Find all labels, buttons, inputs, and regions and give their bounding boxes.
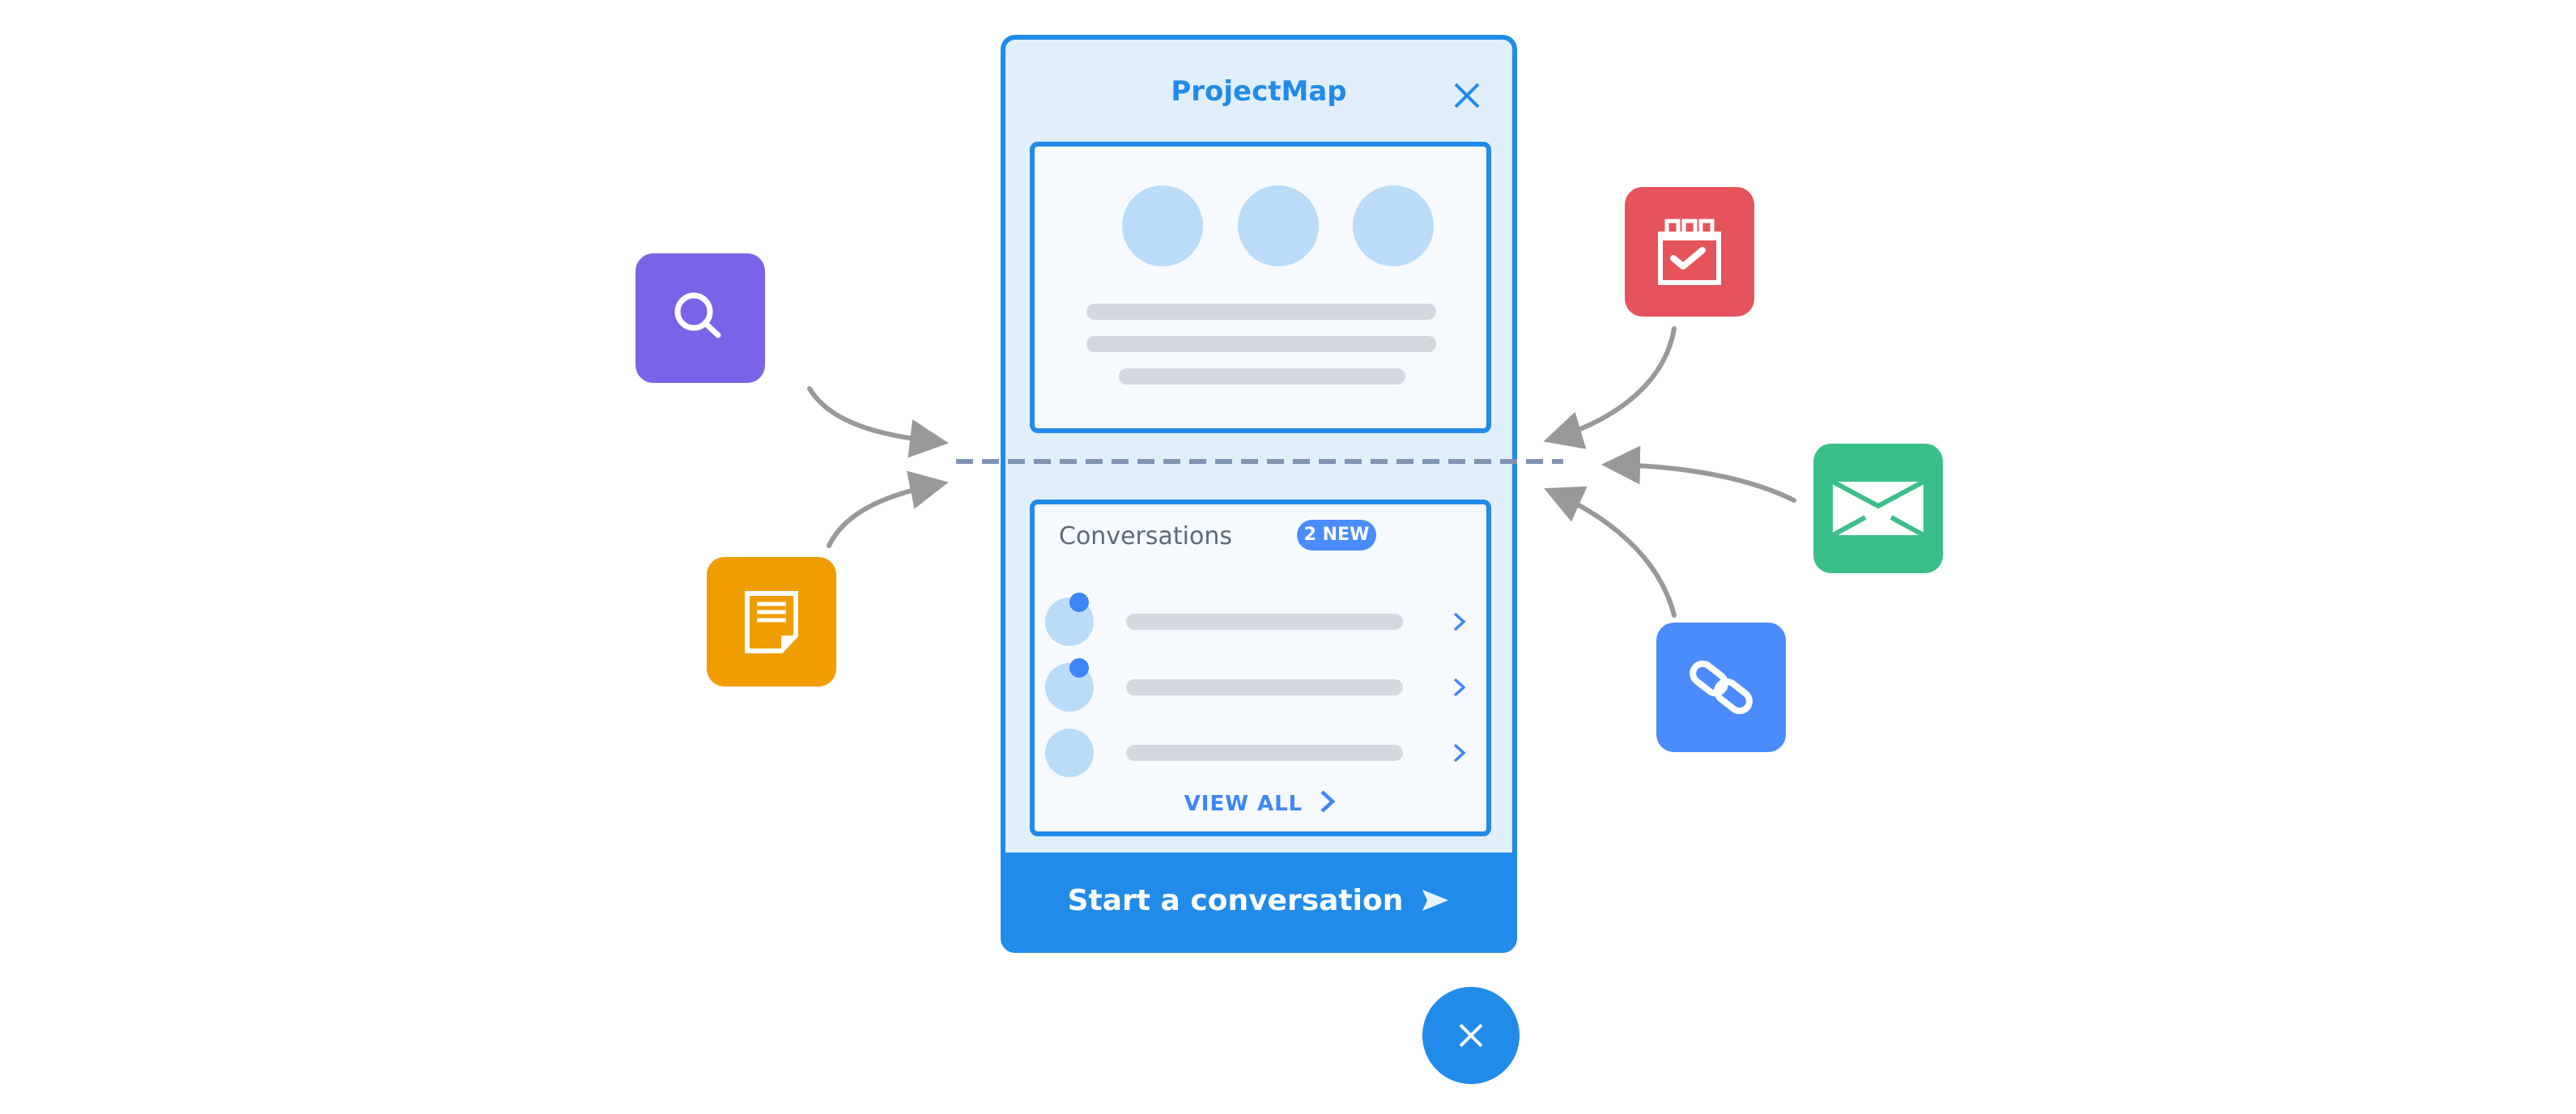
mail-icon <box>1831 480 1925 537</box>
conversation-row[interactable] <box>1035 658 1486 712</box>
arrow-note <box>827 470 949 548</box>
start-conversation-button[interactable]: Start a conversation <box>1005 853 1512 948</box>
placeholder-line <box>1119 368 1405 385</box>
conversations-card: Conversations 2 NEW VIEW ALL <box>1030 500 1491 836</box>
link-integration-tile <box>1656 623 1786 752</box>
placeholder-avatar <box>1238 185 1319 266</box>
mail-integration-tile <box>1813 444 1943 573</box>
chat-widget-panel: ProjectMap Conversations 2 NEW <box>1001 35 1517 953</box>
link-icon <box>1690 660 1753 715</box>
view-all-link[interactable]: VIEW ALL <box>1035 789 1486 816</box>
close-icon <box>1459 1023 1483 1048</box>
new-count-badge: 2 NEW <box>1297 520 1376 551</box>
unread-dot <box>1069 658 1089 678</box>
chevron-right-icon <box>1320 790 1336 813</box>
placeholder-line <box>1086 336 1436 352</box>
chevron-right-icon <box>1453 743 1466 763</box>
calendar-check-icon <box>1658 219 1721 285</box>
note-integration-tile <box>707 557 836 687</box>
start-conversation-label: Start a conversation <box>1067 883 1404 917</box>
chevron-right-icon <box>1453 678 1466 697</box>
placeholder-avatar <box>1353 185 1434 266</box>
view-all-label: VIEW ALL <box>1184 792 1303 816</box>
placeholder-line <box>1126 745 1403 761</box>
search-icon <box>674 292 721 338</box>
conversations-heading: Conversations <box>1059 522 1232 551</box>
close-widget-fab[interactable] <box>1422 987 1520 1084</box>
placeholder-avatar <box>1122 185 1203 266</box>
note-icon <box>745 591 798 653</box>
search-integration-tile <box>635 253 765 383</box>
conversation-row[interactable] <box>1035 593 1486 646</box>
widget-title: ProjectMap <box>1171 75 1347 108</box>
arrow-mail <box>1601 445 1796 503</box>
placeholder-line <box>1126 679 1403 695</box>
placeholder-card <box>1030 142 1491 433</box>
calendar-integration-tile <box>1625 187 1754 317</box>
conversation-row[interactable] <box>1035 729 1486 777</box>
arrow-calendar <box>1543 326 1677 449</box>
send-icon <box>1422 890 1449 911</box>
chevron-right-icon <box>1453 612 1466 631</box>
avatar <box>1045 729 1094 777</box>
placeholder-line <box>1086 304 1436 320</box>
placeholder-line <box>1126 614 1403 630</box>
close-icon[interactable] <box>1453 82 1481 109</box>
divider-dashed-line <box>956 459 1563 464</box>
unread-dot <box>1069 593 1089 612</box>
arrow-search <box>807 386 949 458</box>
arrow-link <box>1544 486 1677 618</box>
